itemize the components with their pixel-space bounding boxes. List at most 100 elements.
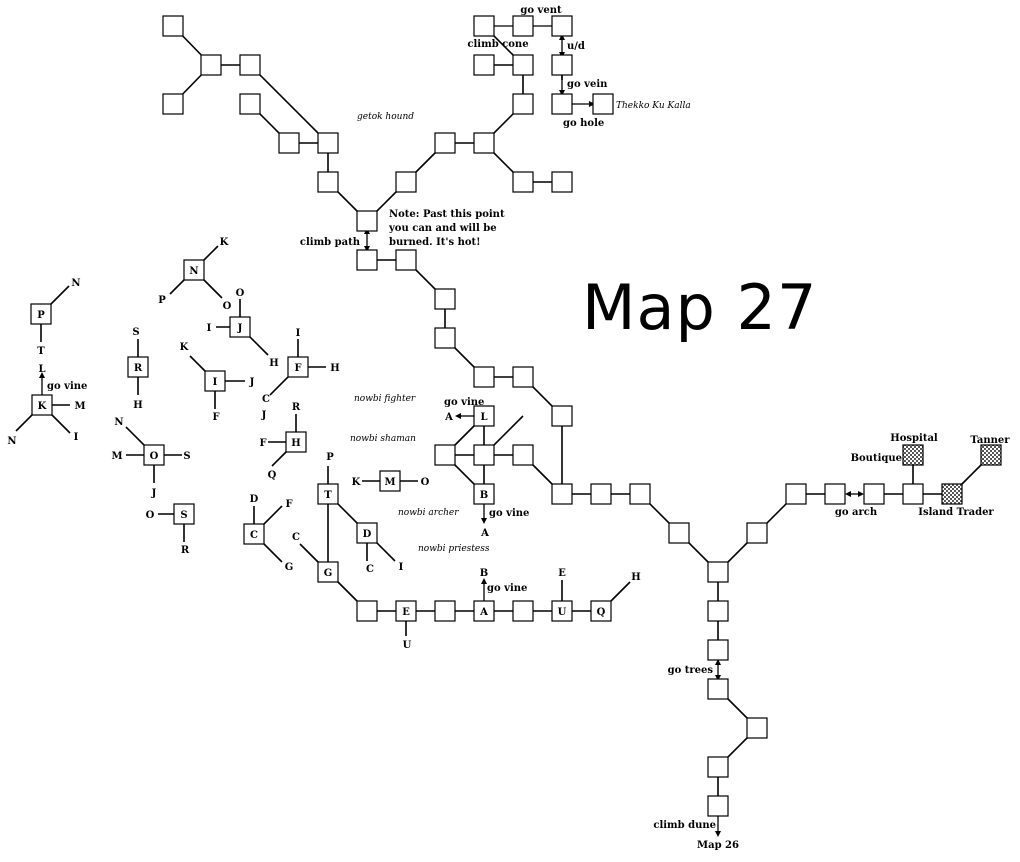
svg-text:B: B xyxy=(480,568,488,579)
exit-arrows xyxy=(39,23,864,837)
svg-text:K: K xyxy=(352,477,361,488)
svg-text:G: G xyxy=(324,568,333,579)
go-vine-k-label: go vine xyxy=(47,381,87,392)
svg-text:D: D xyxy=(363,529,372,540)
svg-text:G: G xyxy=(285,562,294,573)
go-trees-label: go trees xyxy=(668,665,714,676)
svg-text:S: S xyxy=(132,327,139,338)
go-vine-a-label: go vine xyxy=(487,583,527,594)
go-vine-l-label: go vine xyxy=(444,397,484,408)
svg-text:I: I xyxy=(399,562,404,573)
svg-text:O: O xyxy=(223,301,232,312)
svg-text:F: F xyxy=(212,412,219,423)
svg-text:K: K xyxy=(220,237,229,248)
svg-text:O: O xyxy=(146,510,155,521)
svg-text:I: I xyxy=(207,323,212,334)
svg-text:K: K xyxy=(38,401,47,412)
island-trader-label: Island Trader xyxy=(918,507,994,518)
svg-text:M: M xyxy=(111,451,122,462)
svg-text:C: C xyxy=(262,394,270,405)
svg-text:L: L xyxy=(480,412,487,423)
svg-text:U: U xyxy=(403,640,412,651)
svg-text:P: P xyxy=(37,310,45,321)
connection-lines xyxy=(15,25,992,806)
svg-text:K: K xyxy=(180,342,189,353)
svg-text:I: I xyxy=(213,377,218,388)
svg-text:O: O xyxy=(421,477,430,488)
svg-text:H: H xyxy=(631,572,640,583)
svg-text:T: T xyxy=(37,346,45,357)
climb-path-label: climb path xyxy=(300,237,361,248)
svg-text:L: L xyxy=(38,364,45,375)
svg-text:P: P xyxy=(158,295,166,306)
boutique-label: Boutique xyxy=(851,453,902,464)
svg-text:J: J xyxy=(151,488,157,499)
svg-text:C: C xyxy=(250,530,258,541)
svg-text:U: U xyxy=(558,607,567,618)
getok-hound-label: getok hound xyxy=(357,112,414,122)
svg-text:I: I xyxy=(74,432,79,443)
svg-text:S: S xyxy=(183,451,190,462)
svg-text:F: F xyxy=(285,499,292,510)
svg-text:R: R xyxy=(181,545,190,556)
svg-text:M: M xyxy=(74,401,85,412)
svg-text:C: C xyxy=(366,564,374,575)
nowbi-shaman-label: nowbi shaman xyxy=(350,434,416,444)
svg-text:Q: Q xyxy=(597,607,606,618)
room-letters: N J F I H R O S P K C T G D M E A U Q L … xyxy=(7,237,640,651)
text-labels: go vent climb cone u/d go vein go hole T… xyxy=(47,5,1010,851)
svg-text:I: I xyxy=(296,328,301,339)
go-vent-label: go vent xyxy=(520,5,562,16)
map-26-label: Map 26 xyxy=(697,840,739,851)
svg-text:C: C xyxy=(292,532,300,543)
svg-text:A: A xyxy=(479,607,488,618)
svg-text:O: O xyxy=(150,451,159,462)
tanner-label: Tanner xyxy=(970,435,1010,446)
thekko-label: Thekko Ku Kalla xyxy=(616,101,691,111)
svg-text:P: P xyxy=(326,452,334,463)
climb-dune-label: climb dune xyxy=(653,820,716,831)
svg-text:R: R xyxy=(292,402,301,413)
nowbi-priestess-label: nowbi priestess xyxy=(418,544,490,554)
svg-text:S: S xyxy=(180,510,187,521)
svg-text:J: J xyxy=(261,410,267,421)
svg-text:H: H xyxy=(291,438,300,449)
svg-text:Q: Q xyxy=(268,470,277,481)
hospital-label: Hospital xyxy=(890,433,938,444)
svg-text:T: T xyxy=(324,490,332,501)
svg-text:R: R xyxy=(134,363,143,374)
svg-text:F: F xyxy=(259,438,266,449)
svg-text:N: N xyxy=(71,278,80,289)
go-hole-label: go hole xyxy=(563,118,604,129)
svg-text:H: H xyxy=(269,358,278,369)
svg-text:N: N xyxy=(7,436,16,447)
svg-text:O: O xyxy=(236,288,245,299)
rooms xyxy=(30,15,924,817)
shop-rooms xyxy=(902,444,1002,505)
note-line-2: you can and will be xyxy=(388,223,497,234)
note-line-3: burned. It's hot! xyxy=(389,237,481,248)
svg-text:H: H xyxy=(133,400,142,411)
svg-text:A: A xyxy=(480,528,489,539)
svg-text:J: J xyxy=(249,377,255,388)
nowbi-fighter-label: nowbi fighter xyxy=(354,394,416,404)
nowbi-archer-label: nowbi archer xyxy=(398,508,459,518)
go-vein-label: go vein xyxy=(567,79,608,90)
svg-text:E: E xyxy=(402,607,410,618)
svg-text:E: E xyxy=(558,568,566,579)
svg-text:B: B xyxy=(480,490,488,501)
map-title: Map 27 xyxy=(582,271,817,344)
note-line-1: Note: Past this point xyxy=(389,209,505,220)
go-arch-label: go arch xyxy=(835,507,878,518)
svg-text:D: D xyxy=(250,494,259,505)
go-vine-b-label: go vine xyxy=(489,508,529,519)
svg-text:N: N xyxy=(189,266,198,277)
svg-text:A: A xyxy=(444,412,453,423)
svg-text:H: H xyxy=(330,363,339,374)
svg-text:N: N xyxy=(114,417,123,428)
climb-cone-label: climb cone xyxy=(467,39,528,50)
svg-text:M: M xyxy=(384,477,395,488)
ud-label: u/d xyxy=(567,41,585,52)
